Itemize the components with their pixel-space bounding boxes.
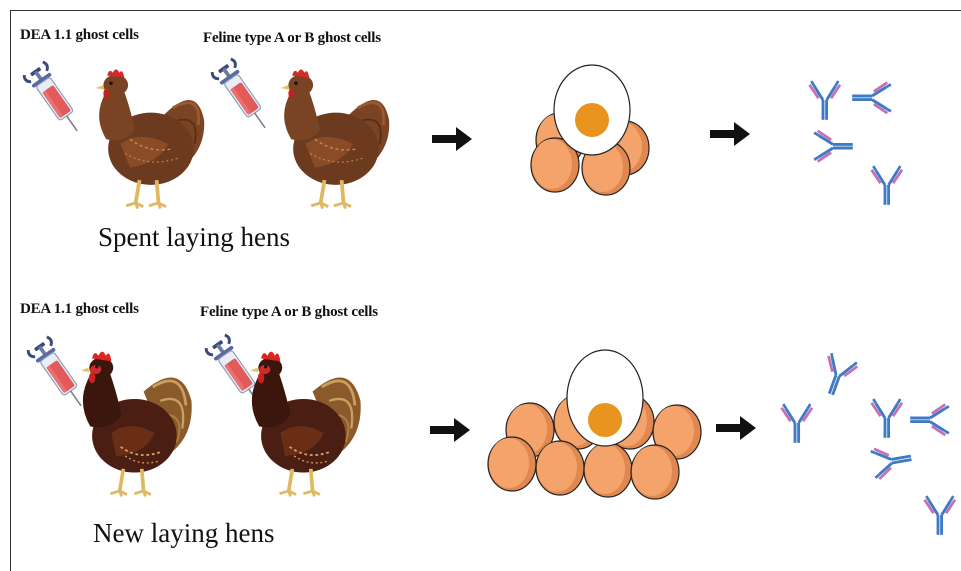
top-syringe-1-icon	[23, 61, 88, 138]
bottom-hen-2-icon	[250, 352, 361, 497]
top-antibody-2-icon	[852, 83, 891, 114]
bottom-antibody-5-icon	[870, 443, 913, 480]
top-antibody-4-icon	[872, 166, 903, 205]
bottom-arrow-2-icon	[716, 416, 756, 440]
top-antibody-1-icon	[810, 81, 841, 120]
top-egg-pile-icon	[531, 65, 649, 195]
bottom-antibody-3-icon	[872, 399, 903, 438]
bottom-antibody-4-icon	[910, 405, 949, 436]
top-hen-1-icon	[96, 69, 204, 208]
top-syringe-2-icon	[211, 58, 276, 135]
bottom-antibody-6-icon	[925, 496, 956, 535]
bottom-antibody-2-icon	[782, 404, 813, 443]
top-hen-2-icon	[281, 69, 389, 208]
diagram-canvas	[0, 0, 961, 558]
top-arrow-2-icon	[710, 122, 750, 146]
bottom-syringe-1-icon	[27, 336, 92, 413]
bottom-arrow-1-icon	[430, 418, 470, 442]
bottom-egg-pile-icon	[488, 350, 701, 499]
top-arrow-1-icon	[432, 127, 472, 151]
top-antibody-3-icon	[814, 131, 853, 162]
bottom-hen-1-icon	[81, 352, 192, 497]
bottom-antibody-1-icon	[817, 353, 859, 400]
